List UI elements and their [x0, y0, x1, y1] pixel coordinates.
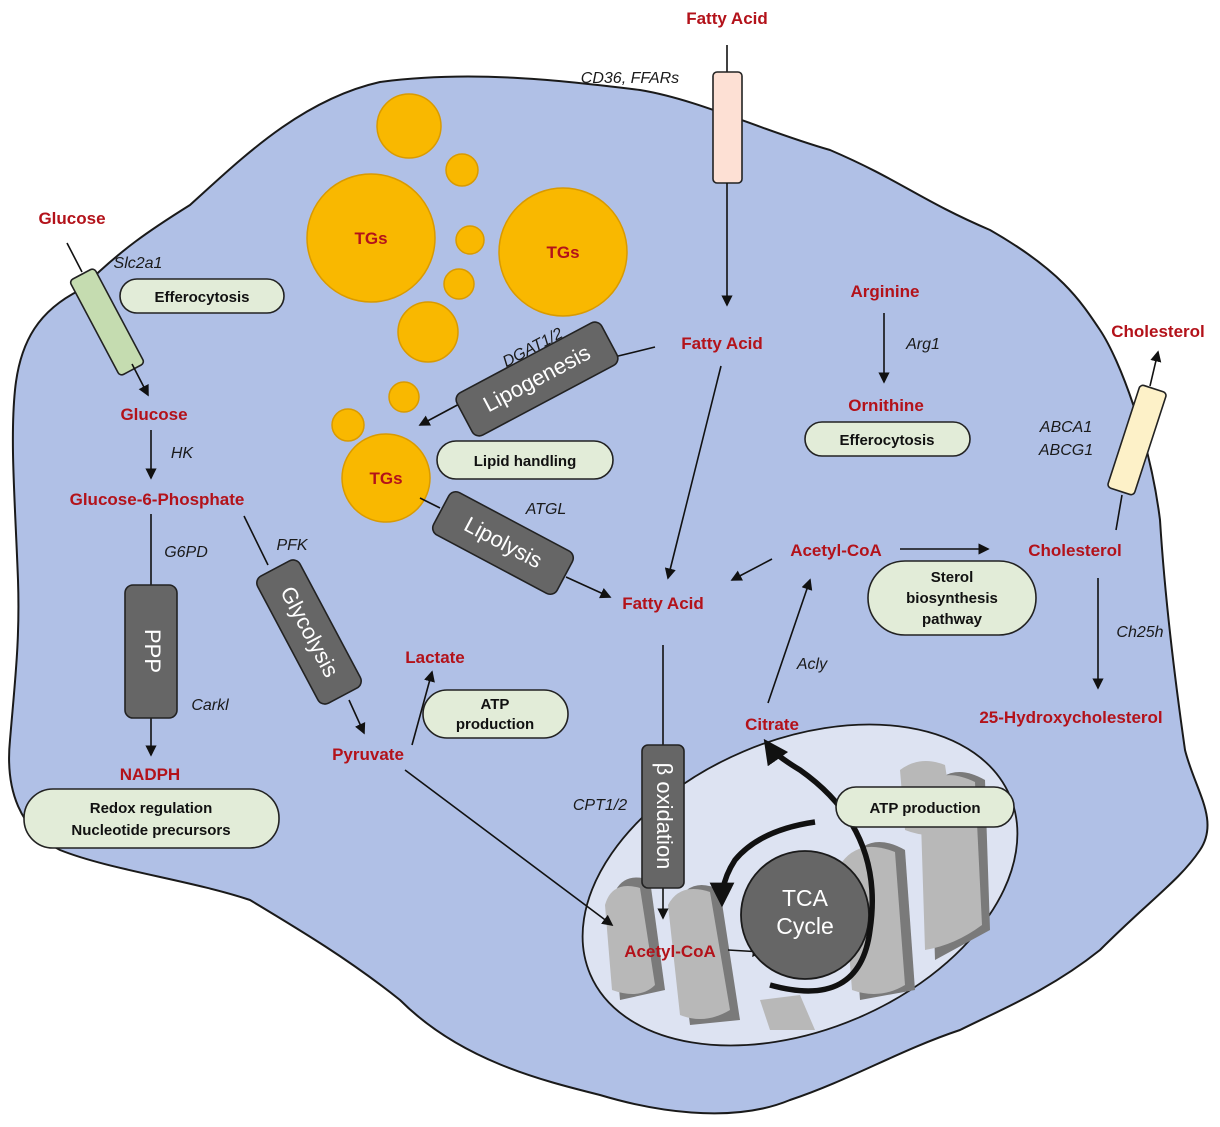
arginine-label: Arginine	[851, 282, 920, 301]
tca-label-line2: Cycle	[776, 913, 834, 939]
lipid-droplet	[331, 408, 365, 442]
tca-outflow-arrow	[763, 738, 875, 994]
arg1-label: Arg1	[905, 336, 940, 353]
acly-label: Acly	[796, 656, 828, 673]
lipolysis-process-box	[431, 490, 575, 596]
fatty-acid-center-label: Fatty Acid	[622, 594, 704, 613]
cholesterol-inside-label: Cholesterol	[1028, 541, 1122, 560]
atp-production-1-line1: ATP	[481, 696, 510, 713]
tca-inflow-arrow	[709, 819, 816, 908]
efferocytosis-label-1: Efferocytosis	[154, 289, 249, 306]
abcg1-label: ABCG1	[1038, 442, 1093, 459]
glucose-inside-label: Glucose	[120, 405, 187, 424]
acetyl-coa-cytosol-label: Acetyl-CoA	[790, 541, 882, 560]
pathway-arrows	[131, 183, 1162, 958]
carkl-label: Carkl	[191, 697, 229, 714]
beta-oxidation-label: β oxidation	[652, 763, 677, 870]
hydroxycholesterol-label: 25-Hydroxycholesterol	[979, 708, 1162, 727]
hk-label: HK	[171, 445, 195, 462]
lactate-label: Lactate	[405, 648, 465, 667]
cd36-transporter	[712, 71, 743, 184]
lipid-droplet	[498, 187, 628, 317]
atp-production-pill-1	[422, 689, 569, 739]
lipid-droplet	[443, 268, 475, 300]
abc-transporter	[1107, 384, 1167, 496]
cholesterol-outside-label: Cholesterol	[1111, 322, 1205, 341]
redox-pill	[23, 788, 280, 849]
abca1-label: ABCA1	[1039, 419, 1092, 436]
fatty-acid-outside-label: Fatty Acid	[686, 9, 768, 28]
lipid-droplet	[397, 301, 459, 363]
cpt-label: CPT1/2	[573, 797, 627, 814]
atp-production-pill-2	[835, 786, 1015, 828]
slc2a1-label: Slc2a1	[114, 255, 163, 272]
sterol-pill	[867, 560, 1037, 636]
atp-production-1-line2: production	[456, 716, 534, 733]
lipid-droplet	[445, 153, 479, 187]
atp-production-2-label: ATP production	[869, 800, 980, 817]
ornithine-label: Ornithine	[848, 396, 924, 415]
tgs-label-3: TGs	[369, 469, 402, 488]
lipogenesis-process-box	[455, 321, 619, 437]
ch25h-label: Ch25h	[1116, 624, 1163, 641]
nadph-label: NADPH	[120, 765, 180, 784]
ppp-process-box	[124, 584, 178, 719]
redox-line1: Redox regulation	[90, 800, 213, 817]
glucose-6-phosphate-label: Glucose-6-Phosphate	[70, 490, 245, 509]
ppp-label: PPP	[140, 629, 165, 673]
efferocytosis-pill-1	[119, 278, 285, 314]
lipid-handling-label: Lipid handling	[474, 453, 576, 470]
efferocytosis-pill-2	[804, 421, 971, 457]
glycolysis-process-box	[256, 559, 362, 705]
beta-oxidation-process-box	[641, 744, 685, 889]
fatty-acid-cytosol-label: Fatty Acid	[681, 334, 763, 353]
atgl-label: ATGL	[525, 501, 567, 518]
sterol-line2: biosynthesis	[906, 590, 998, 607]
lipid-droplet	[388, 381, 420, 413]
lipid-droplets	[306, 93, 628, 523]
tca-label-line1: TCA	[782, 885, 829, 911]
pfk-label: PFK	[276, 537, 308, 554]
lipid-droplet	[455, 225, 485, 255]
citrate-label: Citrate	[745, 715, 799, 734]
glucose-outside-label: Glucose	[38, 209, 105, 228]
sterol-line1: Sterol	[931, 569, 974, 586]
tgs-label-1: TGs	[354, 229, 387, 248]
g6pd-label: G6PD	[164, 544, 208, 561]
lipid-handling-pill	[436, 440, 614, 480]
sterol-line3: pathway	[922, 611, 983, 628]
lipid-droplet	[376, 93, 442, 159]
lipid-droplet	[341, 433, 431, 523]
acetyl-coa-mito-label: Acetyl-CoA	[624, 942, 716, 961]
redox-line2: Nucleotide precursors	[71, 822, 230, 839]
lipid-droplet	[306, 173, 436, 303]
pyruvate-label: Pyruvate	[332, 745, 404, 764]
cd36-ffars-label: CD36, FFARs	[581, 70, 679, 87]
glut-transporter	[69, 268, 145, 376]
tgs-label-2: TGs	[546, 243, 579, 262]
efferocytosis-label-2: Efferocytosis	[839, 432, 934, 449]
